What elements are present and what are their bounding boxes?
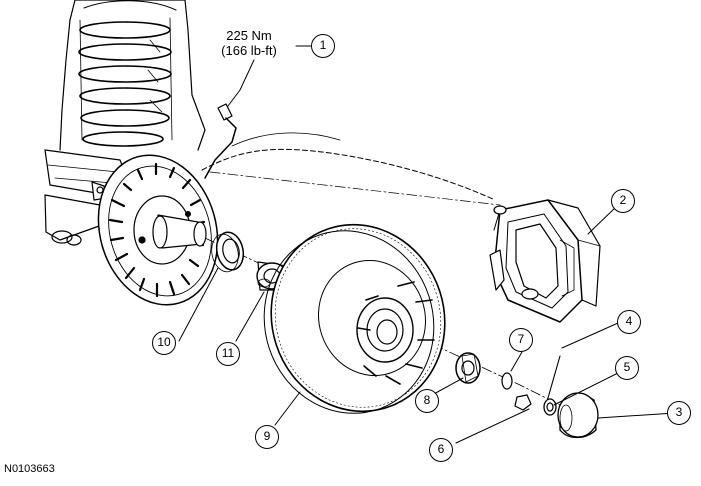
caliper-axis-line (209, 171, 501, 206)
torque-metric: 225 Nm (226, 28, 272, 43)
callout-2: 2 (611, 189, 635, 213)
grease-cap (557, 392, 599, 439)
callout-5: 5 (615, 356, 639, 380)
brake-shield (97, 154, 219, 306)
callout-1: 1 (311, 34, 335, 58)
grease-seal (211, 231, 245, 273)
callout-9: 9 (255, 425, 279, 449)
callout-4: 4 (617, 310, 641, 334)
callout-11: 11 (216, 342, 240, 366)
callout-10: 10 (152, 331, 176, 355)
brake-caliper (489, 199, 601, 323)
torque-imperial: (166 lb-ft) (221, 43, 277, 58)
hub-nut (514, 394, 532, 411)
outer-bearing (455, 352, 481, 384)
leader-lines (178, 45, 676, 444)
callout-7: 7 (509, 328, 533, 352)
cotter-pin-and-retainer (543, 355, 561, 416)
callout-6: 6 (429, 438, 453, 462)
brake-rotor (263, 223, 446, 414)
callout-3: 3 (667, 401, 691, 425)
callout-8: 8 (415, 389, 439, 413)
bolt-and-hose (201, 103, 496, 201)
figure-reference-id: N0103663 (4, 463, 55, 475)
torque-spec: 225 Nm (166 lb-ft) (204, 28, 294, 58)
washer (501, 372, 513, 390)
